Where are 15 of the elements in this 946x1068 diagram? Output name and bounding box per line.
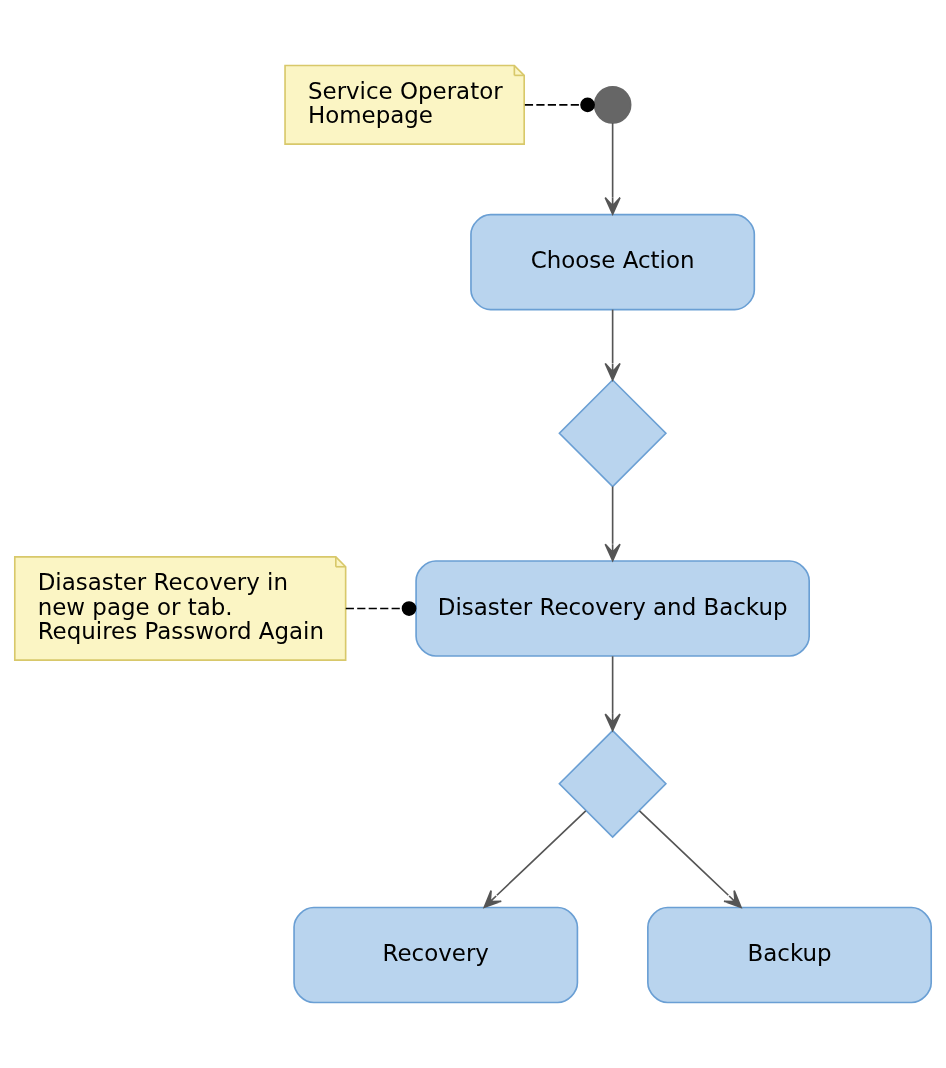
node-box: Recovery (293, 906, 579, 1004)
arrow (483, 810, 587, 909)
node-box: Backup (647, 906, 933, 1004)
arrow (604, 485, 621, 562)
arrow (604, 308, 621, 381)
connector (344, 601, 417, 616)
node-diamond (558, 378, 668, 488)
node-circle (593, 86, 632, 124)
arrow (638, 810, 742, 909)
connector (524, 97, 595, 113)
arrow (604, 655, 621, 732)
node-box: Disaster Recovery and Backup (415, 560, 810, 657)
node-diamond (558, 729, 668, 839)
node-box: Choose Action (470, 213, 756, 311)
arrow (604, 122, 621, 215)
